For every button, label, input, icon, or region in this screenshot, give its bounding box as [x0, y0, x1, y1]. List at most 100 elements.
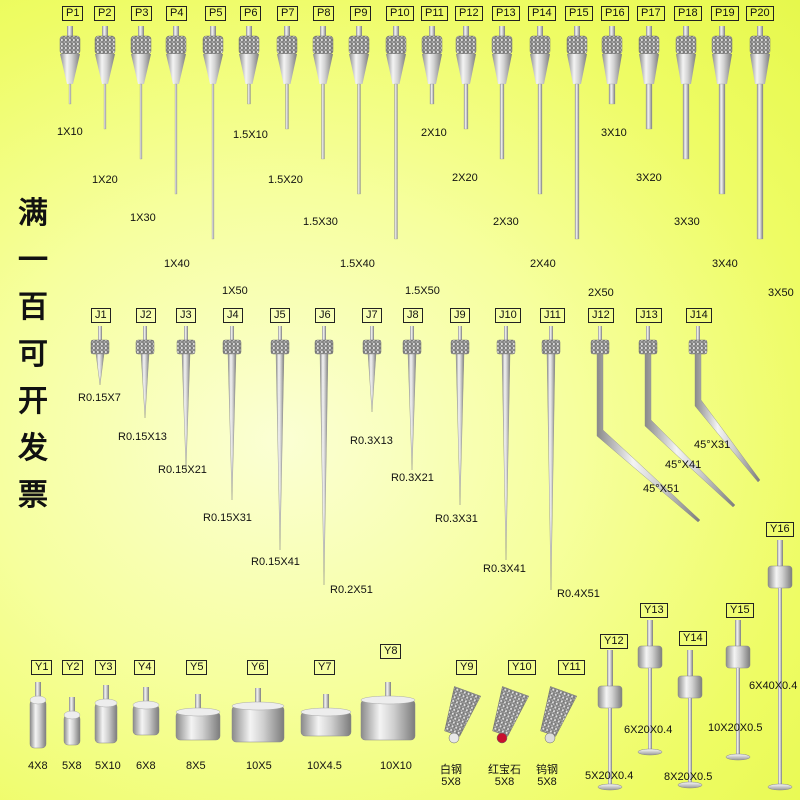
contact-thread-stud [69, 697, 75, 715]
probe-code-label: P14 [528, 6, 556, 21]
needle-knurled-head [402, 339, 422, 355]
contact-thread-stud [195, 694, 201, 712]
probe-stem [285, 83, 289, 130]
tip-knurled-body [444, 686, 482, 737]
needle-stem [455, 353, 465, 506]
needle-code-label: J3 [176, 308, 196, 323]
disc-probe-thread [735, 620, 741, 646]
probe-cone [166, 54, 186, 84]
probe-cone [639, 54, 659, 84]
needle-spec-label: R0.3X31 [435, 513, 478, 525]
contact-code-label: Y6 [247, 660, 269, 675]
probe-code-label: P13 [492, 6, 520, 21]
needle-stem [367, 353, 377, 413]
needle-spec-label: R0.2X51 [330, 584, 373, 596]
probe-code-label: P17 [637, 6, 665, 21]
contact-anvil-face [94, 698, 118, 708]
probe-spec-label: 2X10 [421, 127, 447, 139]
probe-code-label: P1 [62, 6, 84, 21]
probe-cone [567, 54, 587, 84]
needle-knurled-head [590, 339, 610, 355]
disc-probe-code-label: Y14 [679, 631, 707, 646]
promo-char: 百 [18, 290, 48, 325]
contact-code-label: Y5 [186, 660, 208, 675]
probe-code-label: P5 [205, 6, 227, 21]
probe-stem [394, 83, 398, 240]
needle-knurled-head [688, 339, 708, 355]
probe-stem [321, 83, 325, 160]
needle-thread [696, 326, 700, 340]
probe-code-label: P16 [601, 6, 629, 21]
probe-knurled-head [601, 35, 623, 55]
needle-stem [407, 353, 417, 471]
probe-thread [393, 26, 399, 36]
probe-knurled-head [348, 35, 370, 55]
needle-knurled-head [638, 339, 658, 355]
disc-probe-collar [677, 675, 703, 699]
disc-probe-thread [647, 620, 653, 646]
promo-char: 发 [18, 431, 48, 466]
needle-thread [370, 326, 374, 340]
probe-thread [719, 26, 725, 36]
probe-spec-label: 1X30 [130, 212, 156, 224]
probe-stem [756, 83, 764, 240]
disc-probe-code-label: Y12 [600, 634, 628, 649]
disc-probe-collar [597, 685, 623, 709]
probe-cone [313, 54, 333, 84]
contact-anvil-body [29, 699, 47, 749]
probe-thread [499, 26, 505, 36]
contact-thread-stud [323, 694, 329, 712]
probe-cone [239, 54, 259, 84]
contact-code-label: Y4 [134, 660, 156, 675]
contact-anvil-face [132, 700, 160, 710]
probe-thread [356, 26, 362, 36]
probe-knurled-head [202, 35, 224, 55]
needle-thread [646, 326, 650, 340]
needle-spec-label: R0.15X31 [203, 512, 252, 524]
disc-probe-spec-label: 8X20X0.5 [664, 771, 713, 783]
probe-cone [750, 54, 770, 84]
probe-knurled-head [491, 35, 513, 55]
angled-needle-stem [644, 353, 736, 508]
probe-spec-label: 1X20 [92, 174, 118, 186]
disc-probe-thread [777, 540, 783, 566]
probe-spec-label: 1.5X10 [233, 129, 268, 141]
probe-spec-label: 2X50 [588, 287, 614, 299]
probe-thread [429, 26, 435, 36]
needle-thread [458, 326, 462, 340]
needle-spec-label: R0.15X13 [118, 431, 167, 443]
promo-char: 开 [18, 384, 48, 419]
needle-thread [598, 326, 602, 340]
probe-code-label: P3 [131, 6, 153, 21]
disc-probe-spec-label: 6X40X0.4 [749, 680, 798, 692]
probe-knurled-head [130, 35, 152, 55]
needle-code-label: J9 [450, 308, 470, 323]
contact-anvil-body [63, 714, 81, 746]
probe-stem [211, 83, 215, 240]
contact-thread-stud [385, 682, 391, 700]
tip-ball [496, 732, 508, 744]
probe-code-label: P9 [350, 6, 372, 21]
needle-thread [184, 326, 188, 340]
probe-code-label: P11 [421, 6, 448, 21]
tip-knurled-body [492, 686, 530, 737]
probe-knurled-head [312, 35, 334, 55]
needle-spec-label: R0.4X51 [557, 588, 600, 600]
needle-code-label: J11 [540, 308, 565, 323]
contact-anvil-face [231, 701, 285, 711]
probe-stem [608, 83, 616, 105]
contact-spec-label: 5X8 [62, 760, 82, 772]
needle-code-label: J2 [136, 308, 156, 323]
probe-knurled-head [276, 35, 298, 55]
contact-spec-label: 5X10 [95, 760, 121, 772]
probe-code-label: P8 [313, 6, 335, 21]
disc-probe-stem [736, 668, 740, 756]
probe-thread [210, 26, 216, 36]
needle-spec-label: R0.3X41 [483, 563, 526, 575]
needle-knurled-head [222, 339, 242, 355]
needle-thread [322, 326, 326, 340]
probe-cone [712, 54, 732, 84]
contact-code-label: Y7 [314, 660, 336, 675]
needle-spec-label: R0.15X21 [158, 464, 207, 476]
